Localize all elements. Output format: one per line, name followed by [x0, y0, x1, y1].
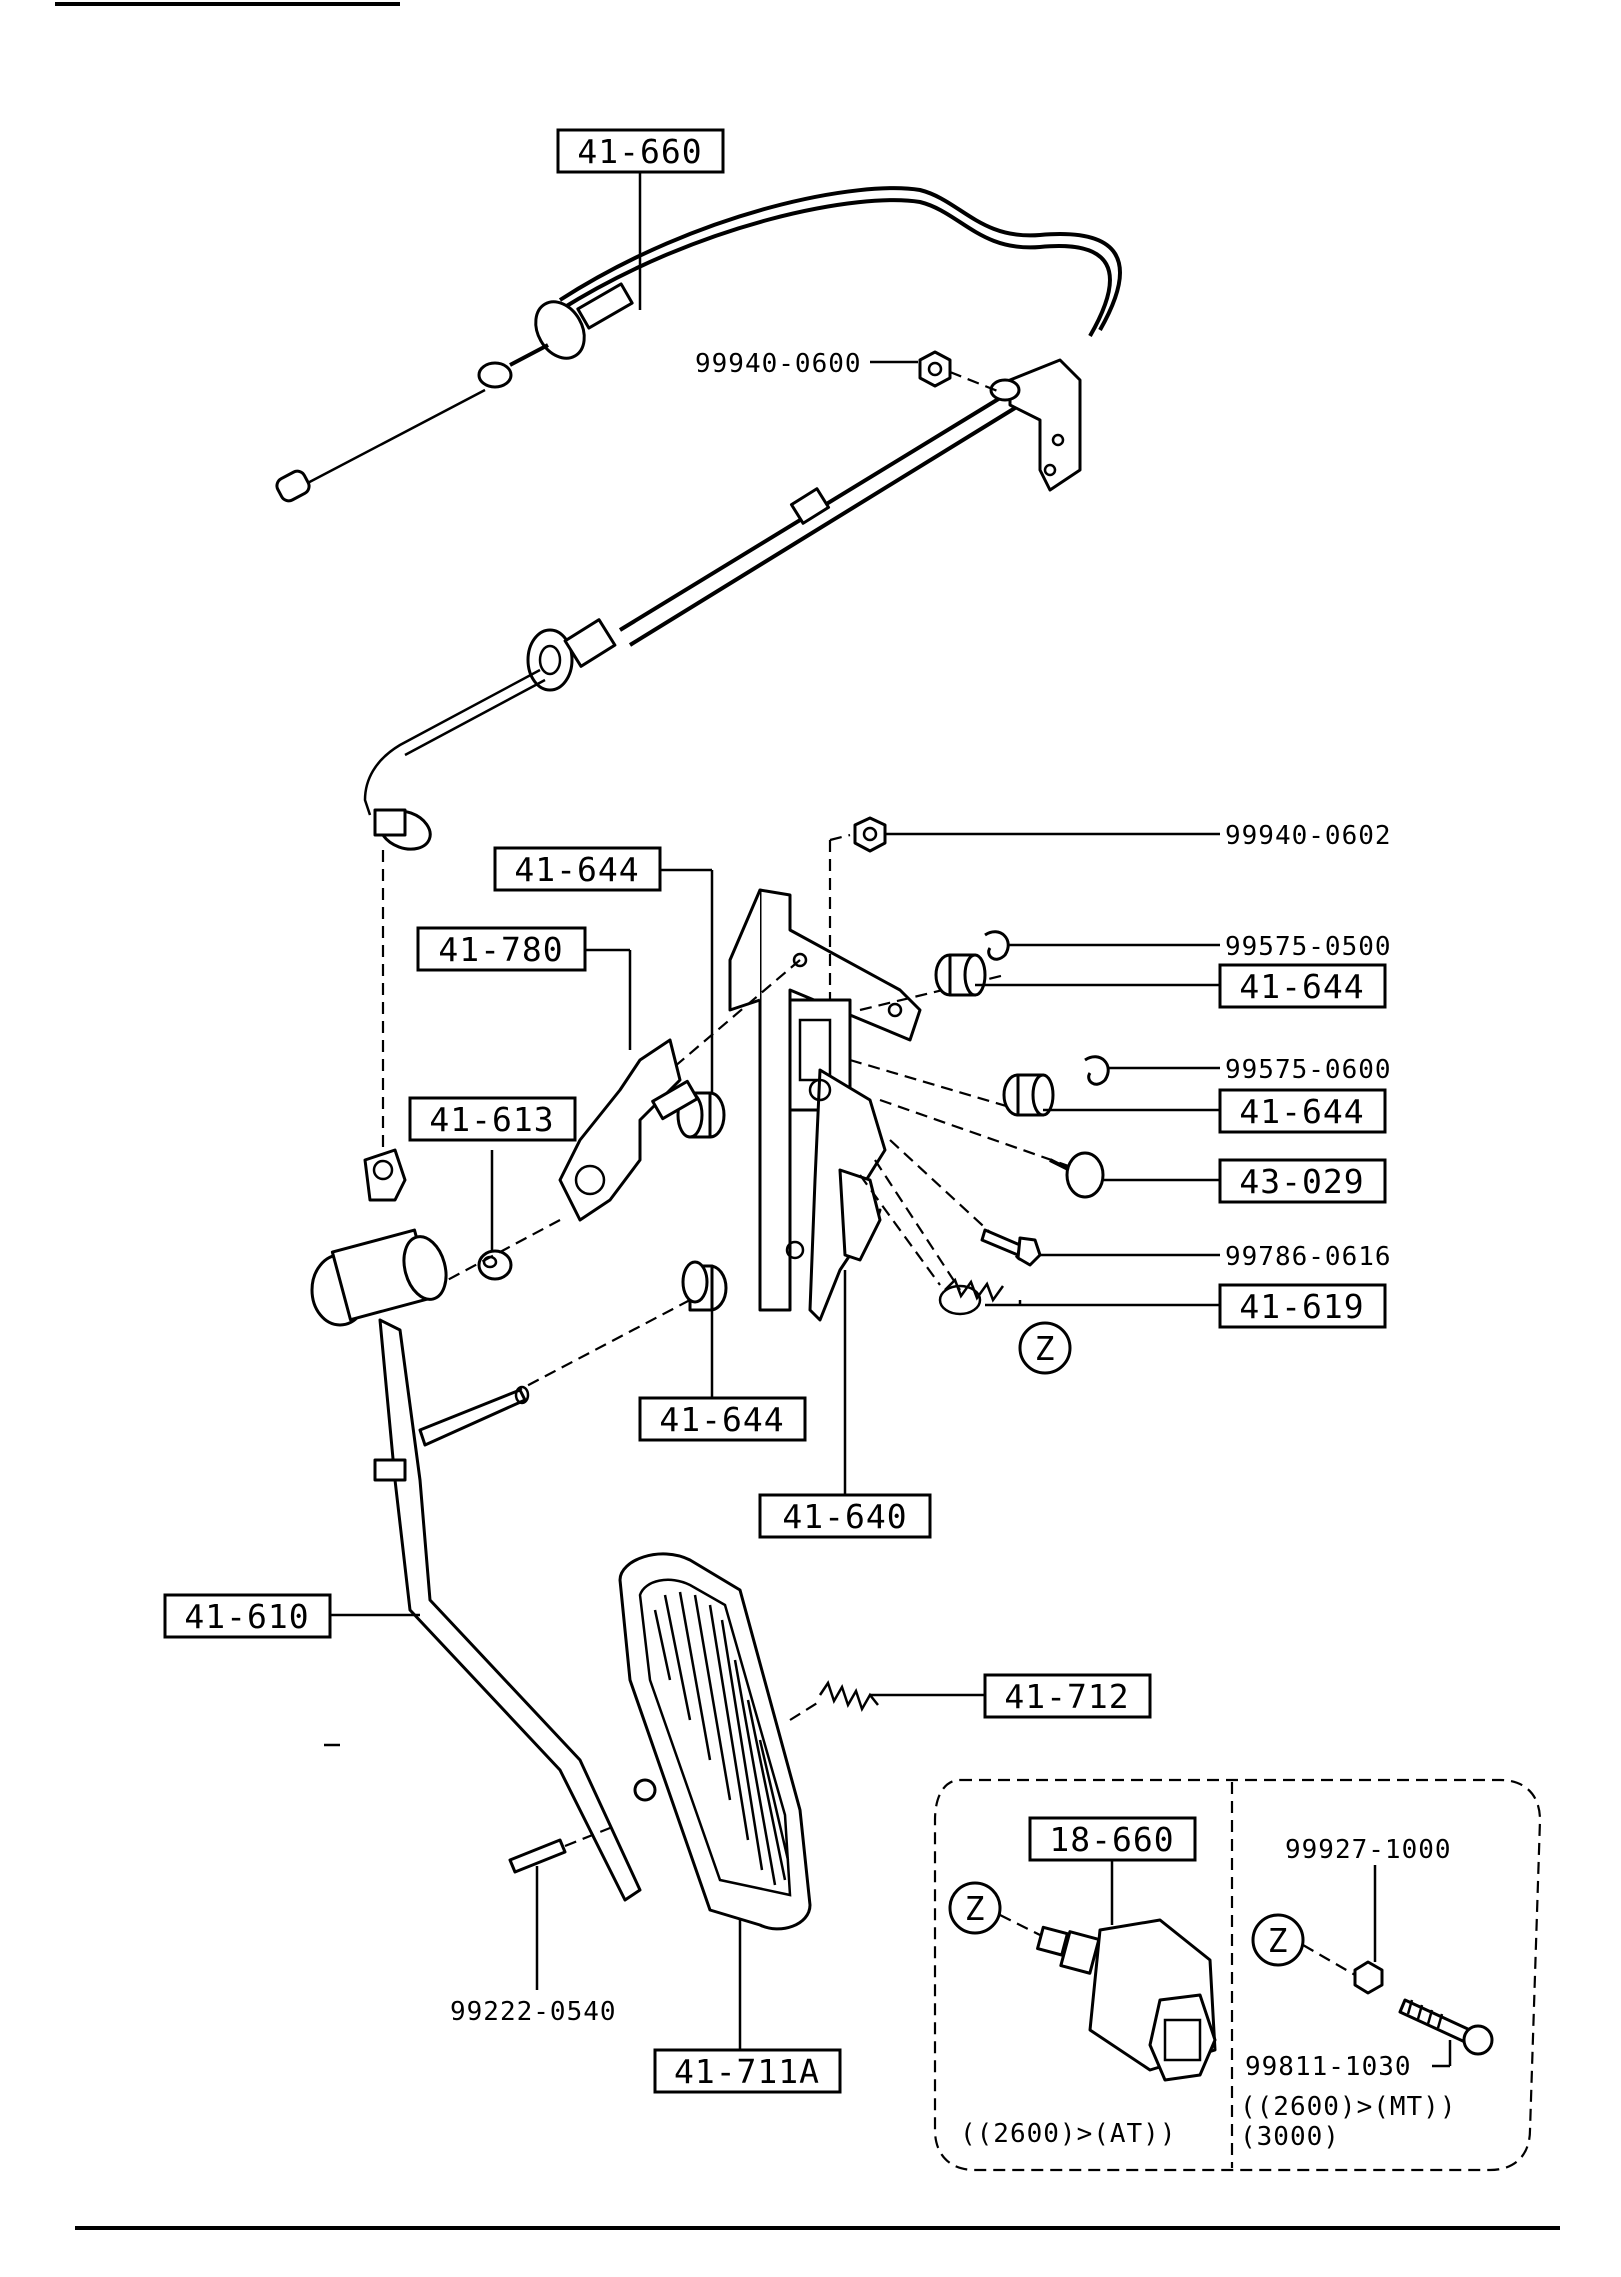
label-18-660: 18-660	[1028, 1816, 1197, 1862]
svg-text:41-780: 41-780	[438, 930, 563, 969]
inset-note-left: ((2600)>(AT))	[960, 2119, 1177, 2149]
nut-99940-0600	[870, 350, 1001, 394]
svg-text:43-029: 43-029	[1239, 1162, 1364, 1201]
inset-panel	[933, 1778, 1542, 2172]
label-99940-0600: 99940-0600	[695, 349, 862, 379]
nut-99927-1000: Z	[1251, 1865, 1384, 1995]
pin-99222-0540	[508, 1826, 611, 1990]
svg-text:41-712: 41-712	[1004, 1677, 1129, 1716]
svg-text:41-711A: 41-711A	[674, 2052, 820, 2091]
label-41-640: 41-640	[758, 1493, 932, 1539]
inset-note-right-1: ((2600)>(MT))	[1240, 2092, 1457, 2122]
accelerator-cable	[275, 186, 1122, 851]
bushing-r1	[934, 953, 1220, 997]
clip-99575-0600	[1084, 1055, 1220, 1086]
label-41-644-top: 41-644	[493, 846, 662, 892]
ref-marker-z-main: Z	[1018, 1321, 1072, 1375]
label-41-644-r1: 41-644	[1218, 963, 1387, 1009]
label-99927-1000: 99927-1000	[1285, 1835, 1452, 1865]
label-41-610: 41-610	[163, 1593, 332, 1639]
label-41-644-bottom: 41-644	[638, 1396, 807, 1442]
svg-text:41-644: 41-644	[1239, 967, 1364, 1006]
label-41-619: 41-619	[1218, 1283, 1387, 1329]
svg-text:41-644: 41-644	[1239, 1092, 1364, 1131]
switch-18-660: Z	[948, 1860, 1217, 2082]
svg-text:41-660: 41-660	[577, 132, 702, 171]
label-41-780: 41-780	[416, 926, 587, 972]
label-99940-0602: 99940-0602	[1225, 821, 1392, 851]
svg-text:Z: Z	[1268, 1921, 1289, 1960]
svg-text:41-640: 41-640	[782, 1497, 907, 1536]
label-41-712: 41-712	[983, 1673, 1152, 1719]
bushing-r2	[1002, 1073, 1220, 1117]
pedal-pad-41-711A	[618, 1552, 812, 2050]
svg-text:Z: Z	[1035, 1329, 1056, 1368]
svg-text:Z: Z	[965, 1889, 986, 1928]
label-99575-0600: 99575-0600	[1225, 1055, 1392, 1085]
svg-text:41-644: 41-644	[659, 1400, 784, 1439]
spring-41-712	[789, 1680, 985, 1721]
label-99575-0500: 99575-0500	[1225, 932, 1392, 962]
label-41-644-r2: 41-644	[1218, 1088, 1387, 1134]
stopper-43-029	[1049, 1151, 1220, 1199]
label-99222-0540: 99222-0540	[450, 1997, 617, 2027]
pedal-bracket	[728, 888, 922, 1322]
bolt-99811-1030	[1398, 1998, 1494, 2068]
svg-text:41-613: 41-613	[429, 1100, 554, 1139]
label-41-711A: 41-711A	[653, 2048, 842, 2094]
clip-99575-0500	[984, 930, 1220, 961]
bracket-plate-41-780	[558, 948, 699, 1222]
label-99811-1030: 99811-1030	[1245, 2052, 1412, 2082]
svg-text:41-644: 41-644	[514, 850, 639, 889]
bolt-99786-0616	[980, 1228, 1220, 1267]
pedal-arm-41-610	[310, 1148, 642, 1902]
spring-41-619	[938, 1277, 1220, 1316]
label-41-660: 41-660	[556, 128, 725, 174]
label-99786-0616: 99786-0616	[1225, 1242, 1392, 1272]
svg-text:18-660: 18-660	[1049, 1820, 1174, 1859]
nut-99940-0602	[853, 816, 1220, 853]
svg-text:41-619: 41-619	[1239, 1287, 1364, 1326]
label-41-613: 41-613	[408, 1096, 577, 1142]
inset-note-right-2: (3000)	[1240, 2122, 1340, 2152]
svg-text:41-610: 41-610	[184, 1597, 309, 1636]
bushing-bottom	[681, 1260, 728, 1400]
label-43-029: 43-029	[1218, 1158, 1387, 1204]
